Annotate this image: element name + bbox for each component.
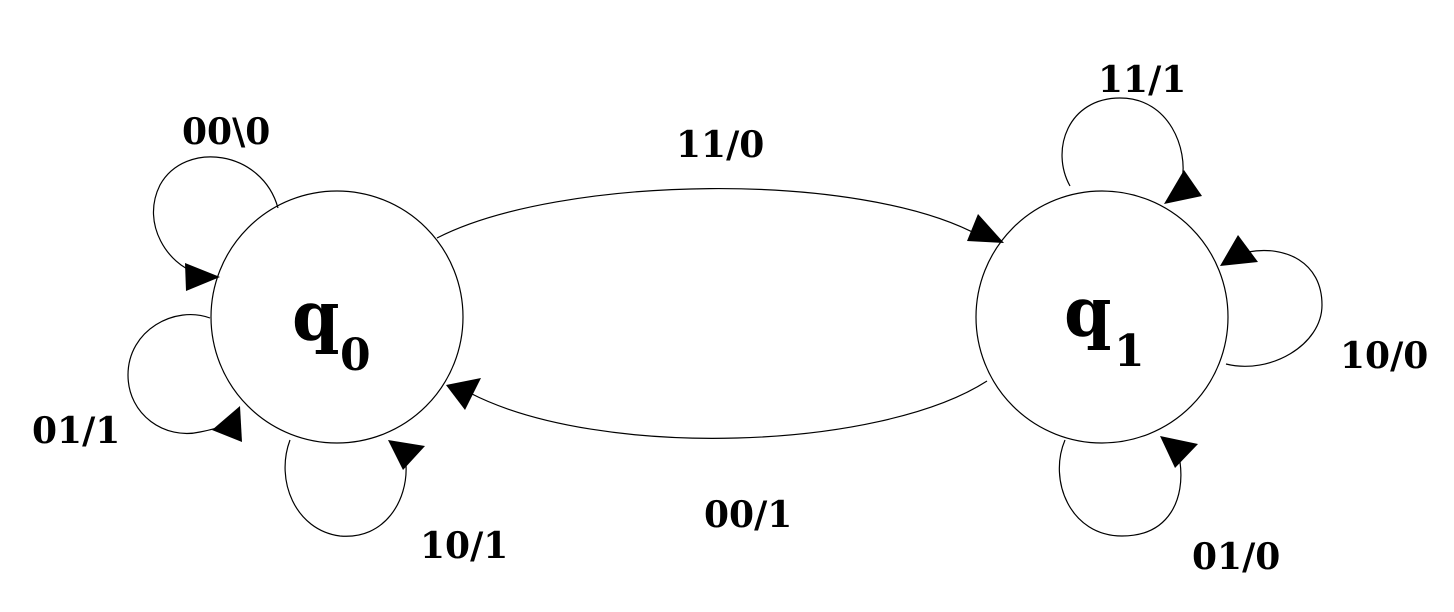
arc-q0-q1 [436,188,981,239]
transition-q0-q1: 11/0 [436,124,1004,243]
arrowhead-q1-top [1164,170,1202,204]
loop-q1-top [1061,97,1184,187]
state-q1: q 1 [975,190,1229,444]
state-q0-subscript: 0 [340,330,371,381]
label-q1-q0: 00/1 [704,494,792,536]
state-q0: q 0 [210,190,464,444]
state-q0-symbol: q [292,277,340,357]
label-q0-q1: 11/0 [676,124,764,166]
loop-q0-top [153,156,279,273]
arrowhead-q0-top [185,263,220,291]
transition-q1-self-bottom: 01/0 [1058,436,1280,578]
transition-q1-q0: 00/1 [446,378,988,536]
transition-q0-self-top: 00\0 [153,111,279,291]
label-q1-right: 10/0 [1340,335,1428,377]
transition-q0-self-bottom: 10/1 [284,439,508,567]
state-q1-symbol: q [1064,273,1112,353]
loop-q0-bottom [284,439,407,537]
transition-q1-self-top: 11/1 [1061,59,1202,204]
label-q1-bottom: 01/0 [1192,536,1280,578]
arrowhead-q0-bottom [388,440,425,470]
arrowhead-q1-bottom [1160,436,1198,468]
state-q1-subscript: 1 [1114,326,1145,377]
arrowhead-q0-left [212,406,242,442]
loop-q1-right [1225,249,1323,367]
transition-q0-self-left: 01/1 [32,313,242,452]
label-q1-top: 11/1 [1098,59,1186,101]
loop-q0-left [127,313,223,434]
label-q0-left: 01/1 [32,410,120,452]
label-q0-bottom: 10/1 [420,525,508,567]
transition-q1-self-right: 10/0 [1220,235,1428,377]
arrowhead-q1-right [1220,235,1258,266]
arc-q1-q0 [469,380,988,439]
arrowhead-q0-q1 [967,214,1004,243]
state-q1-circle [975,190,1229,444]
state-q0-circle [210,190,464,444]
loop-q1-bottom [1058,439,1182,537]
label-q0-top: 00\0 [182,111,270,153]
arrowhead-q1-q0 [446,378,481,410]
